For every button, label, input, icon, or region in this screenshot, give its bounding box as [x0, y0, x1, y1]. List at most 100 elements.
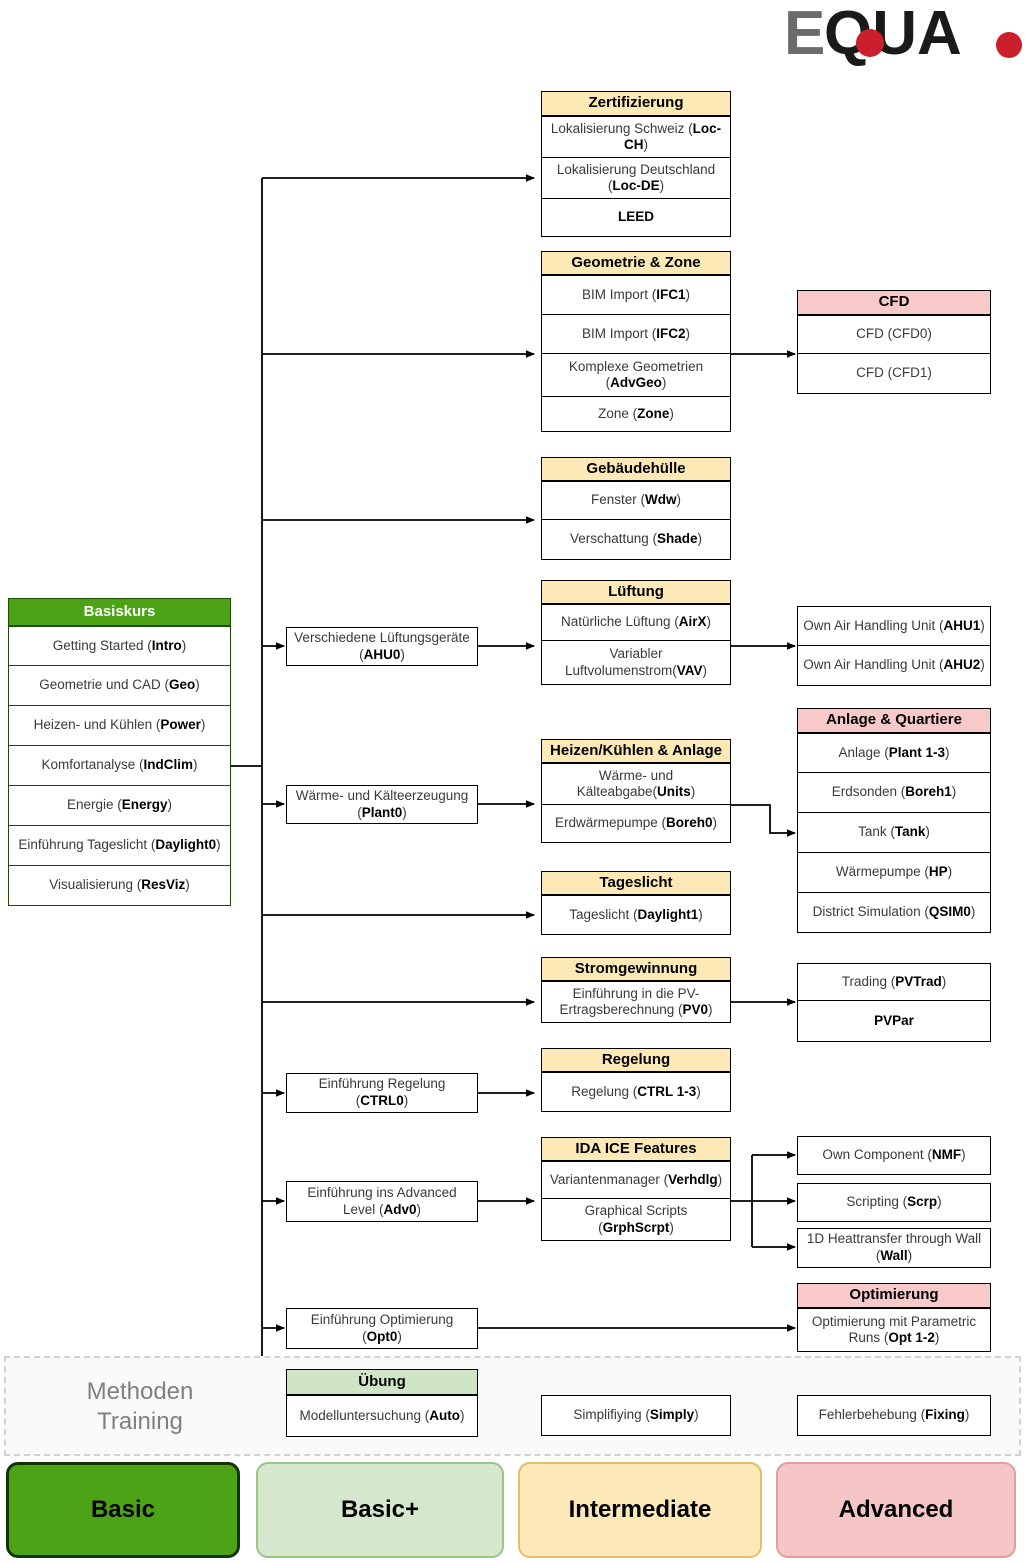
heizen-kuehlen-anlage-group: Heizen/Kühlen & Anlage Wärme- und Kältea…	[541, 739, 731, 843]
legend-basic[interactable]: Basic	[6, 1462, 240, 1558]
label-text: Anlage (	[838, 744, 889, 760]
gebaeudehuelle-item-shade[interactable]: Verschattung (Shade)	[541, 520, 731, 560]
wall-box[interactable]: 1D Heattransfer through Wall (Wall)	[797, 1228, 991, 1268]
label-text: Wärmepumpe (	[835, 864, 929, 880]
cfd-group: CFD CFD (CFD0) CFD (CFD1)	[797, 290, 991, 394]
gebaeudehuelle-item-wdw[interactable]: Fenster (Wdw)	[541, 481, 731, 520]
label-text: Verschiedene Lüftungsgeräte (	[294, 629, 470, 662]
course-code: Daylight0	[155, 837, 217, 853]
basiskurs-item-indclim[interactable]: Komfortanalyse (IndClim)	[8, 746, 231, 786]
label-tail: )	[698, 906, 703, 922]
optimierung-item-opt12[interactable]: Optimierung mit Parametric Runs (Opt 1-2…	[797, 1308, 991, 1352]
pv-item-pvtrad[interactable]: Trading (PVTrad)	[797, 963, 991, 1001]
course-code: AHU1	[943, 617, 981, 633]
basiskurs-item-energy[interactable]: Energie (Energy)	[8, 786, 231, 826]
course-code: GrphScrpt	[602, 1219, 670, 1235]
heizen-item-boreh0[interactable]: Erdwärmepumpe (Boreh0)	[541, 805, 731, 843]
plant0-box[interactable]: Wärme- und Kälteerzeugung (Plant0)	[286, 785, 478, 824]
anlage-item-boreh1[interactable]: Erdsonden (Boreh1)	[797, 773, 991, 813]
basiskurs-item-resviz[interactable]: Visualisierung (ResViz)	[8, 866, 231, 906]
ida-item-verhdlg[interactable]: Variantenmanager (Verhdlg)	[541, 1161, 731, 1199]
anlage-item-hp[interactable]: Wärmepumpe (HP)	[797, 853, 991, 893]
label-tail: )	[690, 784, 696, 799]
optimierung-group: Optimierung Optimierung mit Parametric R…	[797, 1283, 991, 1352]
anlage-item-plant13[interactable]: Anlage (Plant 1-3)	[797, 733, 991, 773]
anlage-item-qsim0[interactable]: District Simulation (QSIM0)	[797, 893, 991, 933]
heizen-item-units[interactable]: Wärme- und Kälteabgabe(Units)	[541, 763, 731, 805]
label-tail: )	[970, 904, 976, 920]
label-text: Einführung Tageslicht (	[18, 837, 156, 853]
logo-dot-inner-icon	[856, 29, 884, 57]
stromgewinnung-item-pv0[interactable]: Einführung in die PV-Ertragsberechnung (…	[541, 981, 731, 1023]
label-tail: )	[416, 1201, 422, 1217]
course-code: Opt0	[366, 1328, 398, 1344]
zertifizierung-group: Zertifizierung Lokalisierung Schweiz (Lo…	[541, 91, 731, 237]
lueftung-item-vav[interactable]: Variabler Luftvolumenstrom(VAV)	[541, 641, 731, 685]
basiskurs-item-geo[interactable]: Geometrie und CAD (Geo)	[8, 666, 231, 706]
tageslicht-item-daylight1[interactable]: Tageslicht (Daylight1)	[541, 895, 731, 935]
label-text: BIM Import (	[581, 286, 657, 302]
course-code: Verhdlg	[668, 1171, 718, 1187]
course-code: PVPar	[874, 1012, 914, 1028]
course-code: Wdw	[645, 492, 677, 508]
geometrie-zone-item-ifc1[interactable]: BIM Import (IFC1)	[541, 275, 731, 315]
course-code: QSIM0	[928, 904, 971, 920]
anlage-item-tank[interactable]: Tank (Tank)	[797, 813, 991, 853]
label-tail: )	[460, 1407, 465, 1423]
label-tail: )	[980, 617, 985, 633]
pv-item-pvpar[interactable]: PVPar	[797, 1001, 991, 1042]
nmf-box[interactable]: Own Component (NMF)	[797, 1136, 991, 1175]
label-text: Heizen- und Kühlen (	[33, 717, 161, 733]
regelung-item-ctrl13[interactable]: Regelung (CTRL 1-3)	[541, 1072, 731, 1112]
course-code: AdvGeo	[610, 375, 662, 390]
opt0-box[interactable]: Einführung Optimierung (Opt0)	[286, 1308, 478, 1349]
cfd-item-cfd1[interactable]: CFD (CFD1)	[797, 354, 991, 394]
legend-intermediate[interactable]: Intermediate	[518, 1462, 762, 1558]
uebung-item-auto[interactable]: Modelluntersuchung (Auto)	[286, 1395, 478, 1437]
course-code: Intro	[151, 637, 182, 653]
course-code: Power	[160, 717, 201, 733]
course-code: Scrp	[907, 1194, 938, 1210]
label-text: Variantenmanager (	[549, 1171, 669, 1187]
cfd-item-cfd0[interactable]: CFD (CFD0)	[797, 315, 991, 354]
label-tail: )	[669, 405, 674, 421]
lueftung-item-airx[interactable]: Natürliche Lüftung (AirX)	[541, 604, 731, 641]
adv0-box[interactable]: Einführung ins Advanced Level (Adv0)	[286, 1181, 478, 1222]
fixing-box[interactable]: Fehlerbehebung (Fixing)	[797, 1395, 991, 1436]
course-code: Plant0	[361, 804, 403, 820]
label-tail: )	[403, 1093, 409, 1108]
own-ahu-item-ahu2[interactable]: Own Air Handling Unit (AHU2)	[797, 646, 991, 686]
geometrie-zone-item-ifc2[interactable]: BIM Import (IFC2)	[541, 315, 731, 354]
label-tail: )	[934, 1330, 940, 1345]
label-text: Natürliche Lüftung (	[560, 614, 679, 630]
simply-box[interactable]: Simplifiying (Simply)	[541, 1395, 731, 1436]
zertifizierung-header: Zertifizierung	[541, 91, 731, 116]
zertifizierung-item-leed[interactable]: LEED	[541, 199, 731, 237]
course-code: PV0	[682, 1002, 709, 1017]
geometrie-zone-item-advgeo[interactable]: Komplexe Geometrien (AdvGeo)	[541, 354, 731, 397]
course-code: AHU0	[363, 646, 401, 662]
course-code: ResViz	[141, 877, 186, 893]
legend-basic-plus[interactable]: Basic+	[256, 1462, 504, 1558]
course-code: NMF	[931, 1147, 962, 1163]
label-tail: )	[200, 717, 206, 733]
basiskurs-item-power[interactable]: Heizen- und Kühlen (Power)	[8, 706, 231, 746]
basiskurs-item-daylight0[interactable]: Einführung Tageslicht (Daylight0)	[8, 826, 231, 866]
label-tail: )	[185, 877, 190, 893]
tageslicht-group: Tageslicht Tageslicht (Daylight1)	[541, 871, 731, 935]
ctrl0-box[interactable]: Einführung Regelung (CTRL0)	[286, 1073, 478, 1113]
course-code: Adv0	[383, 1201, 417, 1217]
course-code: CTRL 1-3	[637, 1083, 697, 1099]
label-text: Einführung Optimierung (	[310, 1311, 454, 1344]
ahu0-box[interactable]: Verschiedene Lüftungsgeräte (AHU0)	[286, 627, 478, 666]
geometrie-zone-item-zone[interactable]: Zone (Zone)	[541, 397, 731, 432]
zertifizierung-item-loc-de[interactable]: Lokalisierung Deutschland (Loc-DE)	[541, 158, 731, 199]
ida-item-grphscrpt[interactable]: Graphical Scripts (GrphScrpt)	[541, 1199, 731, 1241]
own-ahu-item-ahu1[interactable]: Own Air Handling Unit (AHU1)	[797, 606, 991, 646]
scrp-box[interactable]: Scripting (Scrp)	[797, 1183, 991, 1222]
zertifizierung-item-loc-ch[interactable]: Lokalisierung Schweiz (Loc-CH)	[541, 116, 731, 158]
basiskurs-item-intro[interactable]: Getting Started (Intro)	[8, 626, 231, 666]
logo-letter-e: E	[784, 2, 825, 66]
legend-advanced[interactable]: Advanced	[776, 1462, 1016, 1558]
label-tail: )	[964, 1407, 970, 1423]
